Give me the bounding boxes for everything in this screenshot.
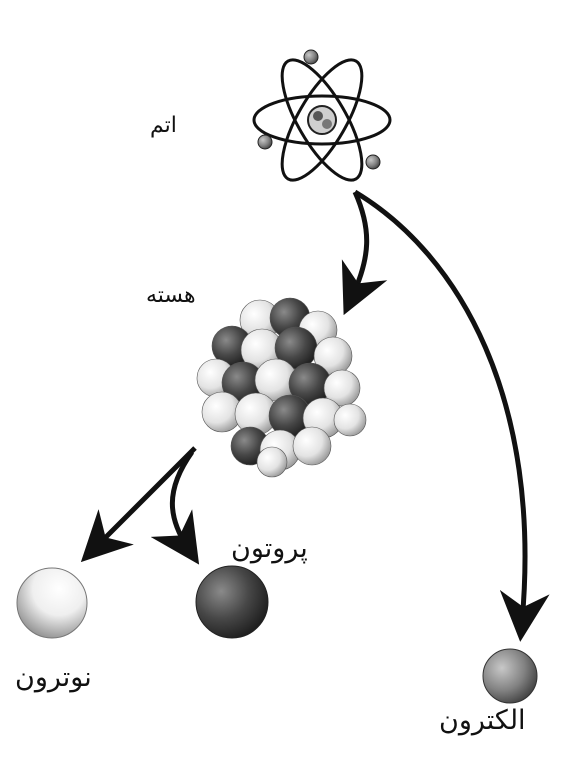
arrow-nucleus-to-proton [150, 450, 200, 565]
nucleus-label: هسته [146, 283, 196, 308]
atom-icon [252, 49, 392, 182]
proton-label: پروتون [231, 533, 308, 564]
arrow-atom-to-electron [353, 189, 550, 642]
arrow-nucleus-to-neutron [80, 446, 197, 563]
nucleus-cluster [196, 297, 367, 478]
electron-sphere [482, 648, 538, 704]
neutron-label: نوترون [15, 662, 92, 693]
arrow-atom-to-nucleus [341, 190, 388, 316]
proton-sphere [195, 565, 269, 639]
neutron-sphere [16, 567, 88, 639]
atom-label: اتم [150, 113, 177, 138]
electron-label: الکترون [439, 705, 526, 736]
